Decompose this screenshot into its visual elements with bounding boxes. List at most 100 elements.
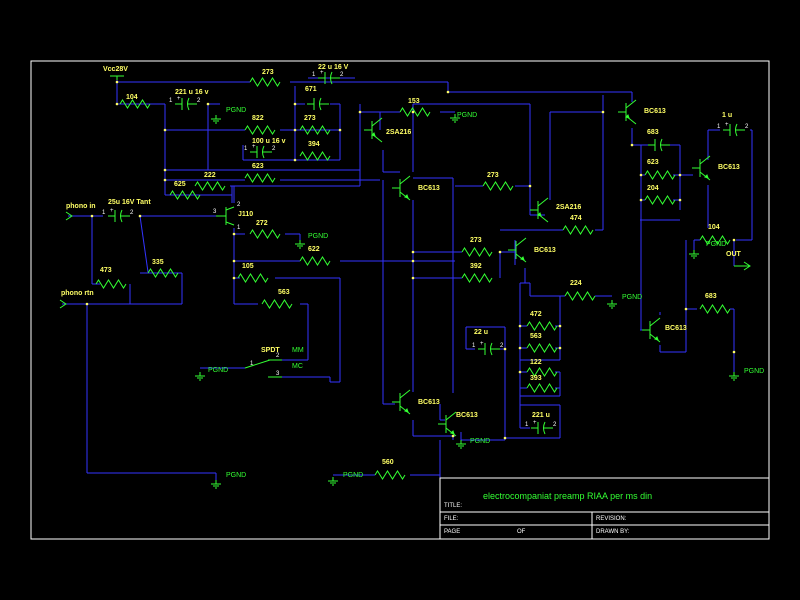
- title-text: electrocompaniat preamp RIAA per ms din: [483, 491, 652, 501]
- title-label: TITLE:: [444, 503, 462, 509]
- resistor-value-r472: 472: [530, 311, 542, 318]
- junction-35: [732, 350, 736, 354]
- resistor-value-r822: 822: [252, 115, 264, 122]
- phono-rtn-port[interactable]: phono rtn: [59, 290, 94, 309]
- component-labels: 2731048226232226252733941532726221055634…: [100, 64, 764, 479]
- junction-28: [503, 347, 507, 351]
- transistor-type-q2sa216a: 2SA216: [386, 129, 411, 136]
- phono-in-label: phono in: [66, 203, 96, 210]
- resistor-r625: [169, 190, 201, 200]
- transistor-emitter-qbc613d: [699, 171, 711, 181]
- ground-label-7: PGND: [226, 472, 246, 479]
- junction-36: [732, 238, 736, 242]
- junction-20: [411, 259, 415, 263]
- capacitor-pin2-c221a: 2: [197, 98, 201, 104]
- resistor-value-r273d: 273: [470, 237, 482, 244]
- capacitor-pin2-c22a: 2: [340, 72, 344, 78]
- ground-label-5: PGND: [744, 368, 764, 375]
- resistor-value-r622: 622: [308, 246, 320, 253]
- switch-pin3: 3: [276, 371, 280, 377]
- phono-rtn-label: phono rtn: [61, 290, 94, 297]
- ground-label-9: PGND: [457, 112, 477, 119]
- transistor-emitter-qbc613f: [399, 405, 411, 415]
- junction-24: [518, 346, 522, 350]
- resistor-value-r623a: 623: [252, 163, 264, 170]
- junction-17: [138, 214, 142, 218]
- capacitor-value-c25: 25u 16V Tant: [108, 199, 151, 206]
- resistor-value-r473a: 473: [100, 267, 112, 274]
- switch-name: SPDT: [261, 347, 280, 354]
- junction-21: [411, 276, 415, 280]
- resistor-value-r204: 204: [647, 185, 659, 192]
- junction-39: [601, 110, 605, 114]
- capacitor-pin2-c22b: 2: [500, 343, 504, 349]
- resistor-value-r273c: 273: [487, 172, 499, 179]
- capacitor-plus-c221a: +: [177, 96, 181, 102]
- junction-19: [411, 250, 415, 254]
- resistor-r623a: [244, 173, 276, 183]
- junction-10: [446, 90, 450, 94]
- capacitor-plus-c22b: +: [480, 341, 484, 347]
- out-port[interactable]: OUT: [726, 251, 751, 271]
- transistor-type-qbc613c: BC613: [644, 108, 666, 115]
- resistor-value-r224: 224: [570, 280, 582, 287]
- junction-1: [115, 102, 119, 106]
- file-label: FILE:: [444, 516, 459, 522]
- transistor-symbols: [364, 99, 711, 437]
- junction-37: [451, 434, 455, 438]
- capacitor-value-c683a: 683: [647, 129, 659, 136]
- transistor-emitter-qbc613b: [515, 253, 527, 263]
- capacitor-value-c1u: 1 u: [722, 112, 732, 119]
- transistor-type-qbc613d: BC613: [718, 164, 740, 171]
- cap-plate-b-c1u: [735, 123, 738, 137]
- resistor-value-r683b: 683: [705, 293, 717, 300]
- resistor-value-r335: 335: [152, 259, 164, 266]
- capacitor-value-c221a: 221 u 16 v: [175, 89, 209, 96]
- junction-4: [293, 102, 297, 106]
- switch-mc: MC: [292, 363, 303, 370]
- resistor-value-r273a: 273: [262, 69, 274, 76]
- capacitor-pin1-c22a: 1: [312, 72, 316, 78]
- vcc-port: Vcc28V: [103, 66, 128, 80]
- transistor-arrow-qbc613a: [404, 194, 409, 199]
- transistor-collector-q2sa216a: [371, 117, 383, 127]
- capacitor-pin2-c25: 2: [130, 210, 134, 216]
- transistor-arrow-qbc613f: [404, 408, 409, 413]
- ground-label-0: PGND: [226, 107, 246, 114]
- capacitor-plus-c221b: +: [533, 420, 537, 426]
- junction-11: [163, 168, 167, 172]
- resistor-r560: [374, 470, 406, 480]
- resistor-r392: [461, 273, 493, 283]
- transistor-arrow-qbc613b: [520, 256, 525, 261]
- capacitor-pin2-c1u: 2: [745, 124, 749, 130]
- cap-plate-b-c221a: [187, 97, 190, 111]
- jfet-pin2: 2: [237, 202, 241, 208]
- spdt-switch[interactable]: SPDT MM MC 1 2 3: [244, 347, 304, 378]
- transistor-collector-qbc613a: [399, 175, 411, 185]
- junction-15: [232, 276, 236, 280]
- page-label: PAGE: [444, 529, 460, 535]
- transistor-collector-qbc613e: [649, 317, 661, 327]
- phono-in-port[interactable]: phono in: [65, 203, 96, 221]
- resistor-value-r563b: 563: [530, 333, 542, 340]
- transistor-type-qbc613f: BC613: [418, 399, 440, 406]
- junction-6: [293, 158, 297, 162]
- resistor-r683b: [699, 304, 731, 314]
- resistor-value-r625: 625: [174, 181, 186, 188]
- switch-mm: MM: [292, 347, 304, 354]
- resistor-r204: [644, 195, 676, 205]
- resistor-r273c: [482, 181, 514, 191]
- transistor-arrow-qbc613g: [450, 430, 455, 435]
- jfet-j110: J110 2 3 1: [213, 202, 253, 231]
- ground-label-4: PGND: [706, 241, 726, 248]
- resistor-r393: [526, 383, 558, 393]
- resistor-value-r392: 392: [470, 263, 482, 270]
- junction-7: [338, 128, 342, 132]
- junction-14: [232, 259, 236, 263]
- resistor-r122: [526, 367, 558, 377]
- transistor-arrow-q2sa216b: [537, 212, 542, 217]
- transistor-type-qbc613b: BC613: [534, 247, 556, 254]
- junction-30: [639, 173, 643, 177]
- cap-plate-b-c100: [262, 145, 265, 159]
- capacitor-value-c22a: 22 u 16 V: [318, 64, 349, 71]
